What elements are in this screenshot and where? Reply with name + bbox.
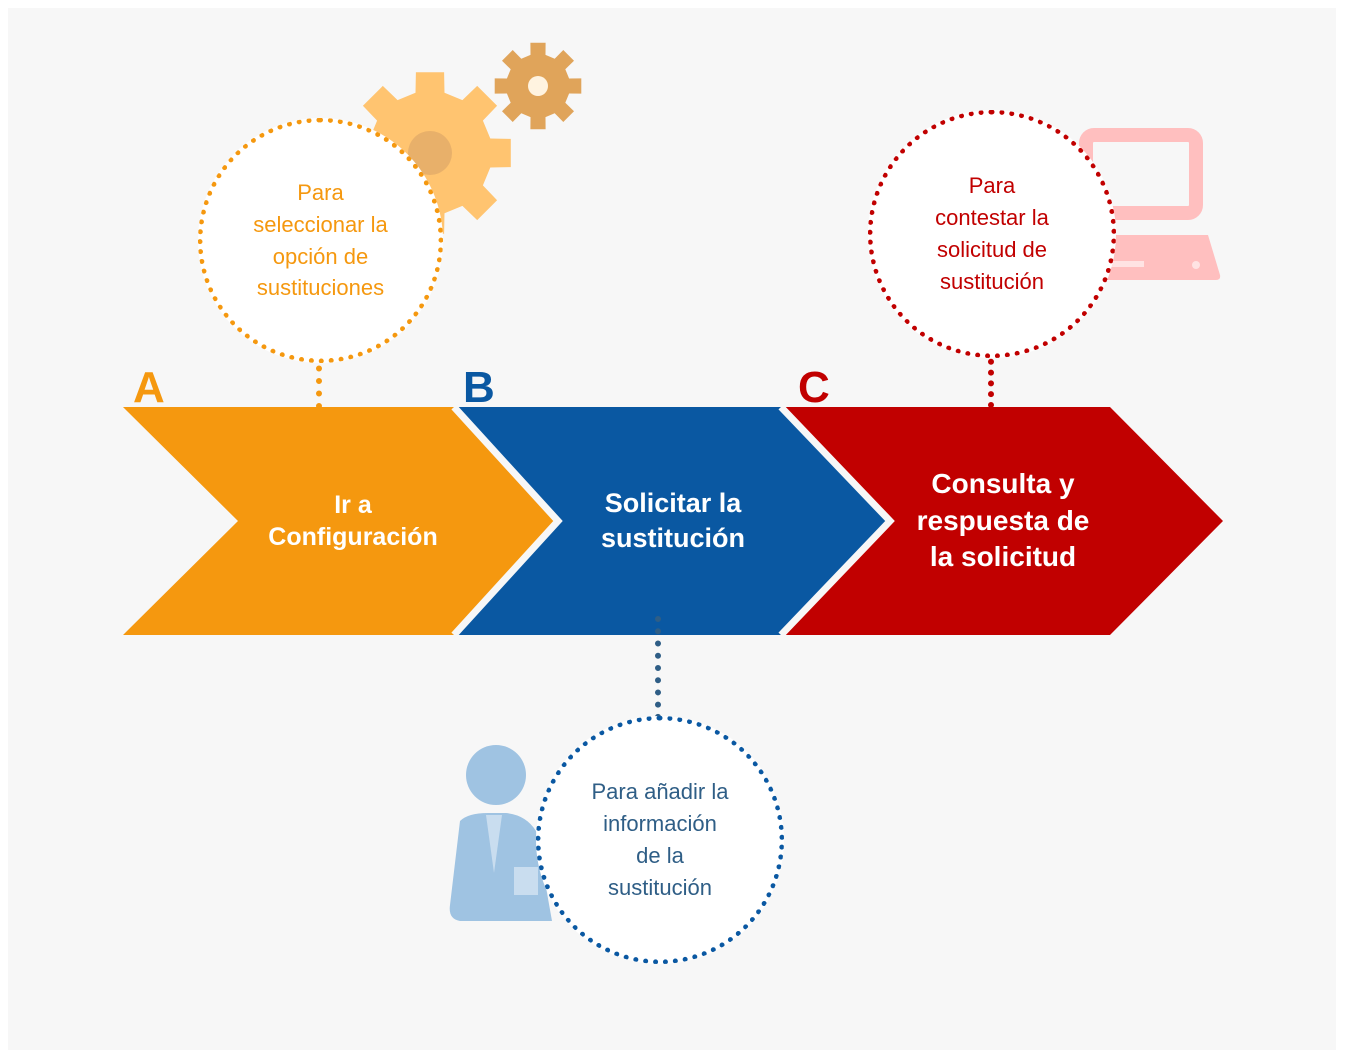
person-icon <box>449 745 552 921</box>
gear-hole <box>408 131 452 175</box>
gear-hole <box>528 76 548 96</box>
step-b-label-line: Solicitar la <box>604 487 742 518</box>
step-b-letter: B <box>463 363 495 412</box>
step-b-label: Solicitar la sustitución <box>563 468 783 574</box>
callout-a-line: seleccionar la <box>253 211 388 237</box>
connector-a <box>316 353 322 409</box>
callout-b-line: de la <box>636 843 684 868</box>
step-c-letter: C <box>798 363 830 412</box>
callout-a: Para seleccionar la opción de sustitucio… <box>198 118 443 363</box>
callout-b-line: Para añadir la <box>591 779 729 805</box>
step-a-label-line: Configuración <box>268 523 438 551</box>
step-a-arrow <box>123 407 558 635</box>
callout-c-line: Para <box>968 173 1016 199</box>
step-a-label-line: Ir a <box>334 490 372 519</box>
callout-c-line: solicitud de <box>936 237 1048 262</box>
small-gear-icon <box>494 42 582 130</box>
step-c-label: Consulta y respuesta de la solicitud <box>888 456 1118 586</box>
step-b-arrow <box>454 407 890 635</box>
connector-b <box>655 616 661 720</box>
step-c-label-line: respuesta de <box>916 504 1090 536</box>
step-b-label-line: sustitución <box>600 523 745 553</box>
step-a-label: Ir a Configuración <box>233 468 473 574</box>
callout-a-line: Para <box>297 179 344 205</box>
callout-b-line: información <box>603 811 717 837</box>
callout-a-line: opción de <box>272 243 369 269</box>
step-c-label-line: Consulta y <box>931 468 1075 500</box>
callout-c-line: sustitución <box>940 268 1044 294</box>
diagram-canvas: A B C Ir a Configuración Solicitar la su… <box>8 8 1336 1050</box>
callout-b: Para añadir la información de la sustitu… <box>536 716 784 964</box>
step-c-arrow <box>781 407 1223 635</box>
callout-c-line: contestar la <box>935 205 1049 231</box>
process-arrows <box>123 404 1223 638</box>
connector-c <box>988 348 994 408</box>
callout-b-line: sustitución <box>608 874 712 900</box>
callout-c: Para contestar la solicitud de sustituci… <box>868 110 1116 358</box>
step-c-label-line: la solicitud <box>929 541 1077 573</box>
step-a-letter: A <box>133 363 165 412</box>
callout-a-line: sustituciones <box>256 275 385 301</box>
